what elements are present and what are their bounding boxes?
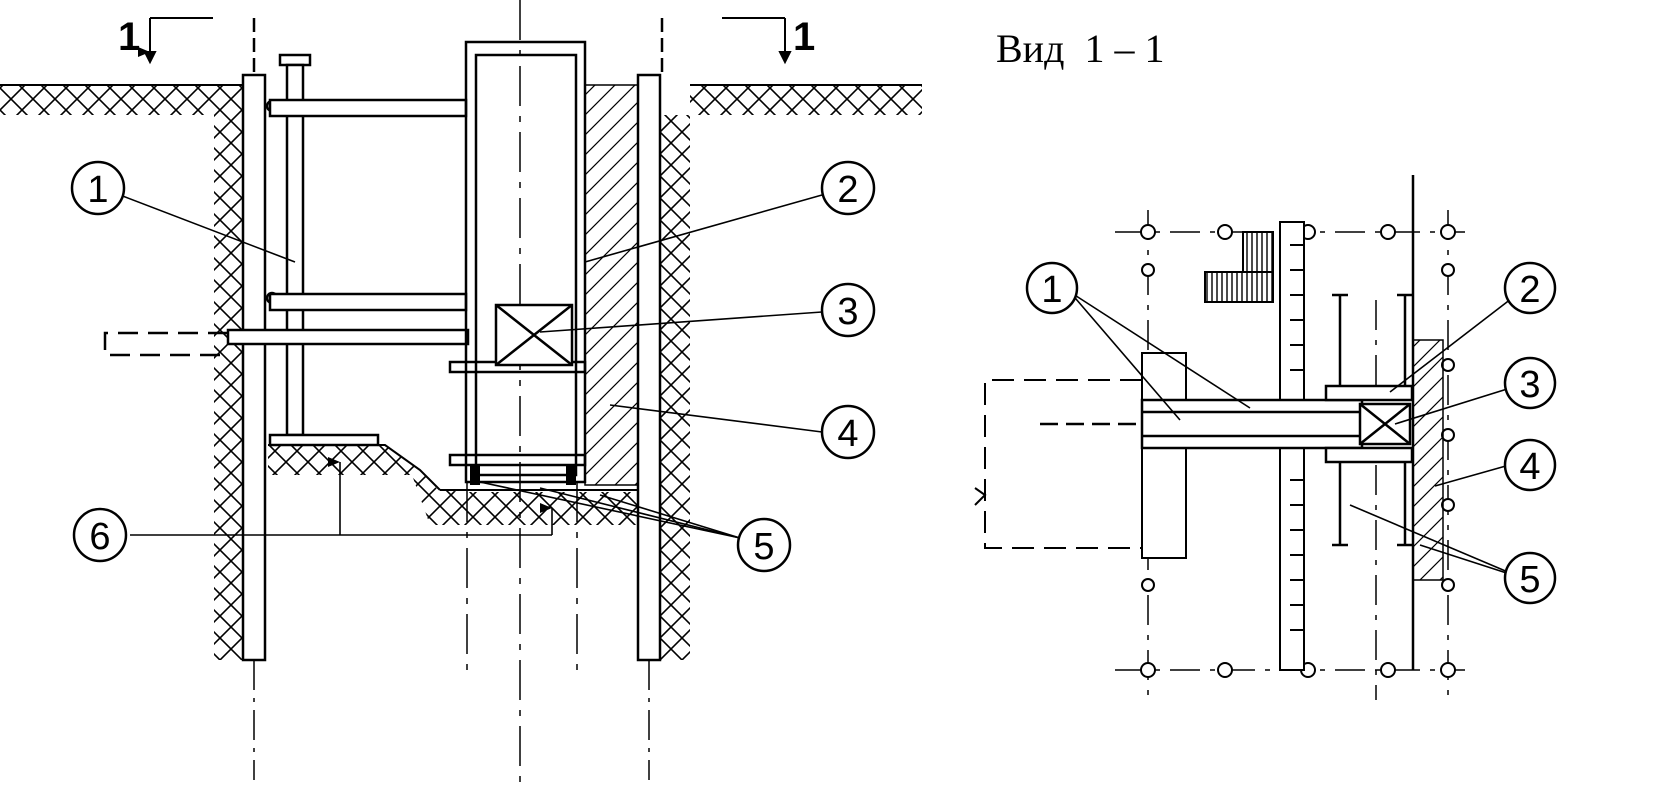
view-title: Вид 1 – 1 xyxy=(996,26,1164,71)
section-mark-left: 1 xyxy=(118,15,140,59)
column xyxy=(464,0,587,785)
retaining-wall-left xyxy=(241,18,267,780)
retaining-wall-right xyxy=(636,18,664,780)
section-cut-left xyxy=(138,17,213,65)
callout-4: 4 xyxy=(820,404,876,460)
stair-symbol xyxy=(1204,231,1274,303)
section-view: 1 1 1 2 3 xyxy=(0,0,922,785)
struts xyxy=(103,98,587,467)
plan-view: Вид 1 – 1 xyxy=(974,26,1557,700)
callout-3: 3 xyxy=(820,282,876,338)
plan-callout-5: 5 xyxy=(1503,551,1557,605)
callout-6: 6 xyxy=(72,507,128,563)
infill-zone xyxy=(584,84,639,486)
plan-callout-4: 4 xyxy=(1503,438,1557,492)
svg-text:1: 1 xyxy=(87,169,108,211)
level-markers xyxy=(130,457,553,536)
svg-text:5: 5 xyxy=(753,526,774,568)
section-cut-right xyxy=(722,17,792,65)
plan-right-wall xyxy=(1411,175,1444,670)
svg-text:5: 5 xyxy=(1519,559,1540,601)
svg-text:4: 4 xyxy=(1519,446,1540,488)
svg-text:3: 3 xyxy=(1519,364,1540,406)
section-mark-right: 1 xyxy=(793,15,815,59)
plan-jack-box xyxy=(1358,402,1412,446)
bearing-pads xyxy=(470,465,576,485)
callout-1: 1 xyxy=(70,160,126,216)
plan-callout-2: 2 xyxy=(1503,261,1557,315)
svg-text:2: 2 xyxy=(837,169,858,211)
svg-text:2: 2 xyxy=(1519,269,1540,311)
plan-callout-3: 3 xyxy=(1503,356,1557,410)
plan-callout-1: 1 xyxy=(1025,261,1079,315)
svg-text:1: 1 xyxy=(1041,269,1062,311)
callout-5: 5 xyxy=(736,517,792,573)
plan-left-frame xyxy=(974,352,1187,559)
plan-beams xyxy=(1040,293,1414,547)
svg-text:4: 4 xyxy=(837,413,858,455)
leader-lines xyxy=(119,194,823,539)
jack-box xyxy=(494,303,574,367)
svg-text:3: 3 xyxy=(837,291,858,333)
svg-text:6: 6 xyxy=(89,516,110,558)
callout-2: 2 xyxy=(820,160,876,216)
